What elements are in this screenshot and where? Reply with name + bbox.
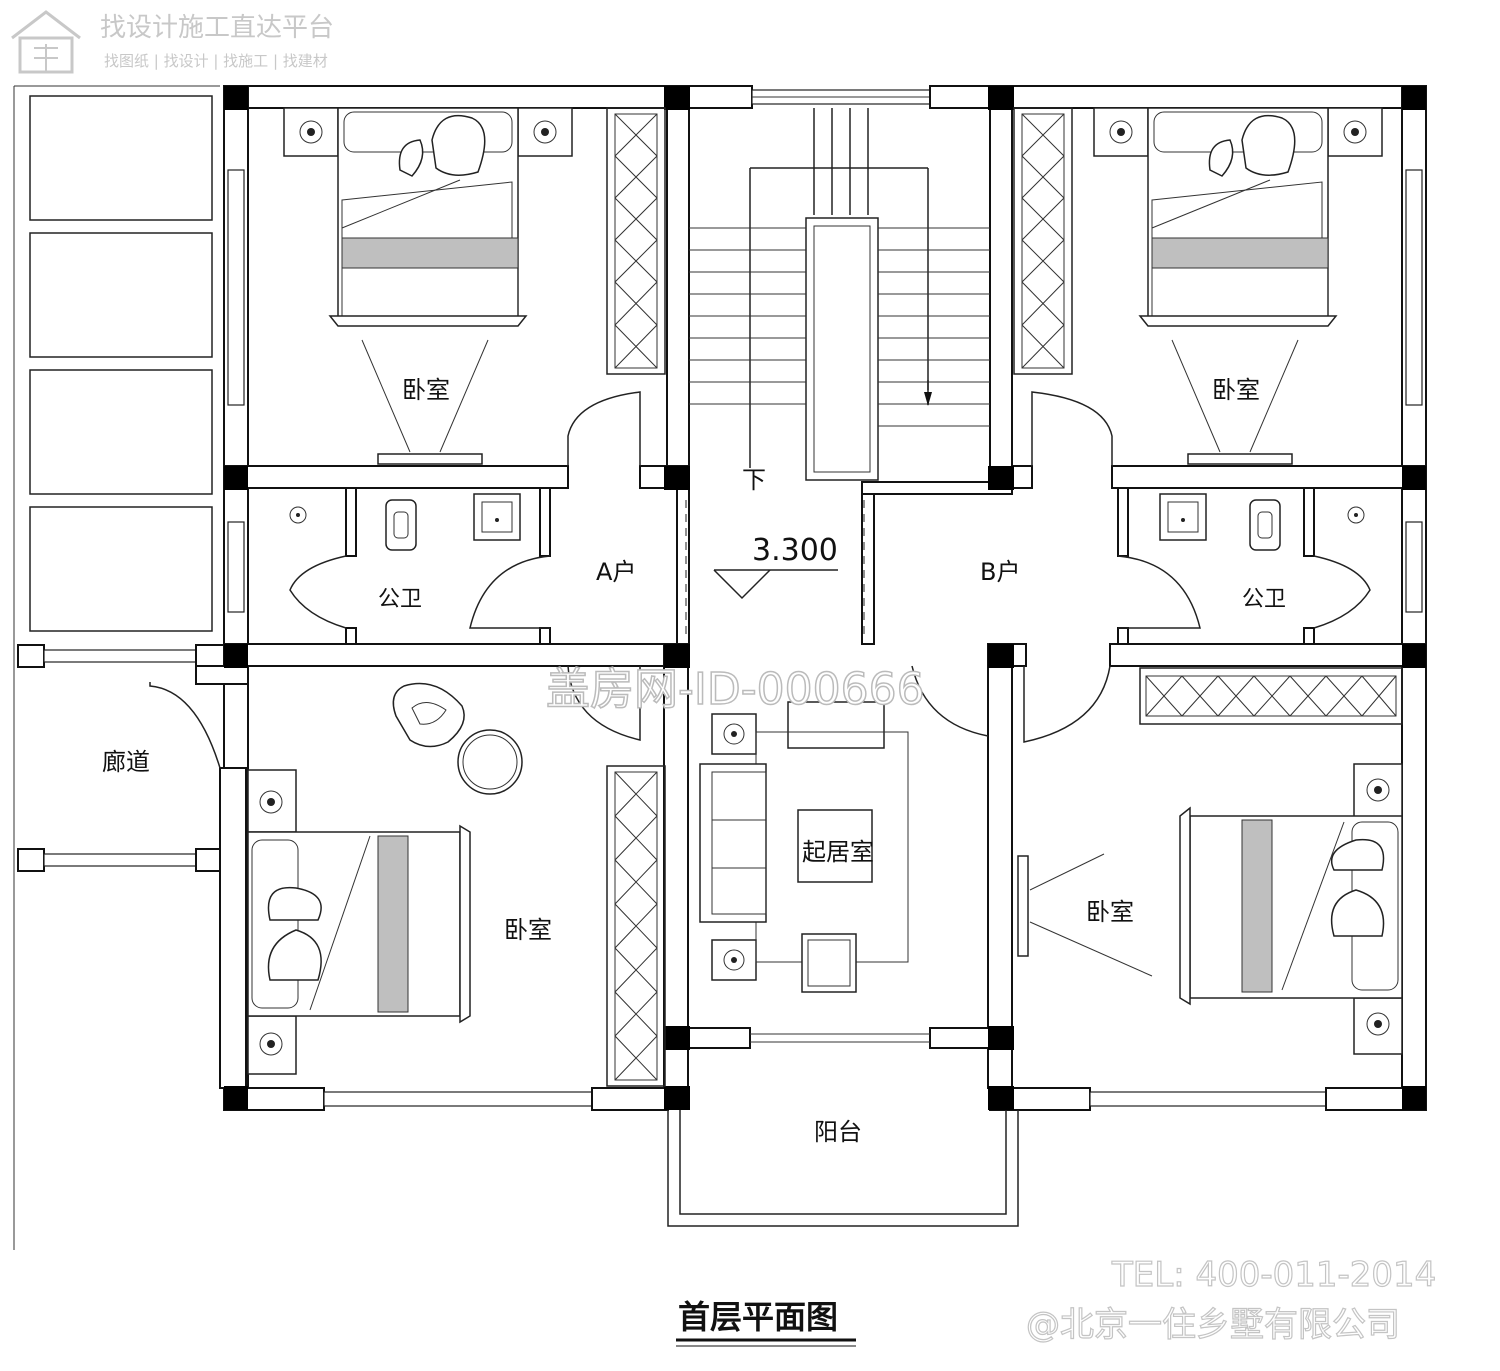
plan-title: 首层平面图 — [678, 1298, 838, 1336]
stair-down-label: 下 — [742, 466, 766, 494]
door-bedroom-bottom-left — [567, 665, 641, 741]
pillow — [1330, 838, 1385, 871]
armchair — [801, 933, 857, 993]
bathroom-right-fixtures — [1159, 493, 1365, 551]
bedroom-bottom-left-label: 卧室 — [504, 916, 552, 944]
wardrobe-top-left — [606, 107, 666, 375]
wardrobe-bottom-right — [1139, 667, 1403, 725]
window-right-top — [1405, 169, 1423, 406]
tv-cabinet — [787, 701, 885, 749]
watermark-logo: 找设计施工直达平台 找图纸 | 找设计 | 找施工 | 找建材 — [11, 10, 334, 74]
pillow — [431, 114, 486, 176]
door-unit-a-bath — [469, 555, 551, 629]
bedroom-top-left-label: 卧室 — [402, 376, 450, 404]
stair-direction-arrow-icon — [924, 380, 932, 406]
watermark-company: @北京一住乡墅有限公司 — [1026, 1305, 1400, 1345]
window-bottom-left — [323, 1091, 593, 1107]
bedroom-top-right-label: 卧室 — [1212, 376, 1260, 404]
door-bedroom-top-left — [567, 391, 641, 466]
sink-icon — [473, 493, 521, 541]
pillow — [1208, 139, 1234, 177]
structural-columns — [224, 86, 1426, 1110]
window-right-bath — [1405, 521, 1423, 613]
staircase: 下 — [689, 108, 990, 494]
door-unit-b-bath — [1117, 555, 1201, 629]
door-bath-right — [1313, 555, 1371, 629]
pillow — [1330, 889, 1385, 937]
level-mark: 3.300 — [685, 500, 865, 640]
wardrobe-top-right — [1013, 107, 1073, 375]
terrace-panel — [29, 95, 213, 221]
bathroom-left-label: 公卫 — [378, 587, 422, 612]
pillow — [267, 886, 322, 921]
toilet-icon — [1249, 499, 1281, 551]
door-bedroom-bottom-right — [1023, 665, 1111, 743]
bed-top-right — [1093, 107, 1383, 465]
nightstand — [1353, 997, 1403, 1055]
round-table — [457, 729, 523, 795]
bathroom-left-fixtures — [289, 493, 521, 551]
wardrobe-bottom-left — [606, 765, 666, 1087]
stair-well — [805, 217, 879, 481]
lounge-chair — [392, 682, 465, 748]
living-room-furniture — [699, 701, 909, 993]
window-left-top — [227, 169, 245, 406]
terrace-panel — [29, 232, 213, 358]
window-bottom-right — [1089, 1091, 1327, 1107]
bedroom-bottom-right-label: 卧室 — [1086, 898, 1134, 926]
doors — [149, 391, 1371, 769]
watermark-tel: TEL: 400-011-2014 — [1111, 1255, 1436, 1295]
left-terrace — [13, 85, 225, 1250]
sink-icon — [1159, 493, 1207, 541]
door-bath-left — [289, 555, 347, 629]
door-living — [911, 665, 989, 737]
stair-treads — [689, 227, 990, 427]
unit-a-label: A户 — [596, 558, 636, 586]
window-left-bath — [227, 521, 245, 613]
pillow — [398, 139, 424, 177]
sofa — [699, 763, 767, 923]
pillow — [1241, 114, 1296, 176]
level-value: 3.300 — [752, 533, 838, 568]
balcony — [667, 1110, 1019, 1227]
door-bedroom-top-right — [1031, 391, 1113, 466]
floor-drain-icon — [1347, 506, 1365, 524]
brand-tagline: 找图纸 | 找设计 | 找施工 | 找建材 — [104, 52, 328, 70]
bathroom-right-label: 公卫 — [1242, 587, 1286, 612]
coffee-table — [797, 809, 873, 883]
watermark-id: 盖房网-ID-000666 — [546, 664, 925, 715]
pillow — [267, 929, 322, 981]
terrace-panel — [29, 506, 213, 632]
door-corridor — [149, 682, 221, 769]
unit-b-label: B户 — [980, 558, 1020, 586]
balcony-label: 阳台 — [814, 1118, 862, 1146]
floor-drain-icon — [289, 506, 307, 524]
bed-top-left — [283, 107, 573, 465]
house-icon — [11, 10, 81, 74]
bed-bottom-right — [1017, 763, 1403, 1055]
toilet-icon — [385, 499, 417, 551]
living-room-label: 起居室 — [802, 838, 874, 866]
brand-text: 找设计施工直达平台 — [100, 13, 334, 43]
bed-bottom-left — [247, 769, 471, 1075]
corridor-label: 廊道 — [102, 748, 150, 776]
terrace-panel — [29, 369, 213, 495]
